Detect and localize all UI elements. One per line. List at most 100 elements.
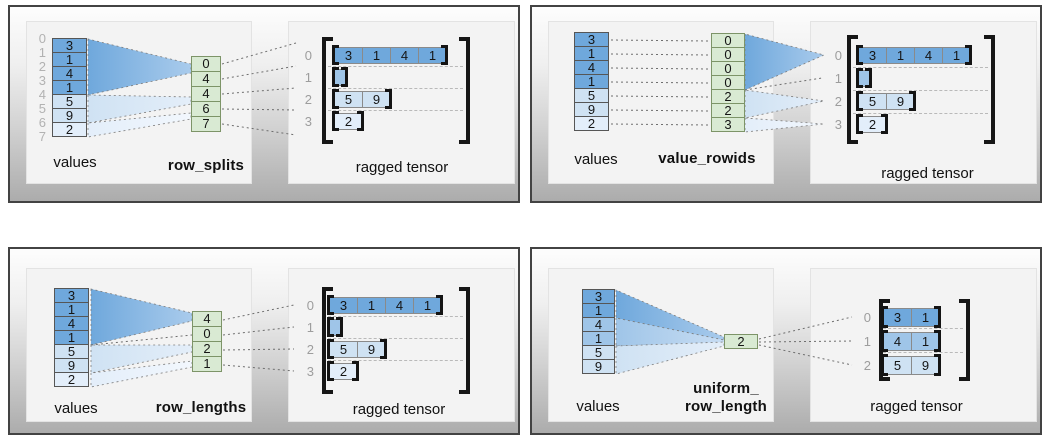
value-index-column: 0 1 2 3 4 5 6 7	[26, 32, 46, 144]
row-splits-label: row_splits	[167, 157, 245, 174]
row-separator	[328, 338, 463, 339]
values-column: 3 1 4 1 5 9	[582, 289, 615, 374]
row-lengths-column: 4 0 2 1	[192, 311, 222, 372]
values-cell: 1	[582, 303, 615, 318]
tensor-close-bracket	[459, 37, 470, 144]
values-cell: 9	[52, 108, 87, 123]
row-index-label: 3	[304, 113, 312, 129]
row-close-bracket	[881, 114, 888, 134]
row-separator	[853, 113, 988, 114]
ragged-tensor-label: ragged tensor	[352, 401, 446, 418]
tensor-cell: 1	[886, 46, 915, 64]
value-rowids-cell: 0	[711, 75, 745, 90]
values-cell: 4	[582, 317, 615, 332]
row-close-bracket	[336, 317, 343, 337]
values-cell: 1	[54, 302, 89, 317]
values-column: 3 1 4 1 5 9 2	[52, 38, 87, 137]
uniform-row-length-cell: 2	[724, 334, 758, 349]
values-cell: 5	[52, 94, 87, 109]
row-open-bracket	[856, 114, 863, 134]
row-open-bracket	[332, 45, 339, 65]
value-rowids-cell: 2	[711, 89, 745, 104]
panel-row-splits: 0 1 2 3 4 5 6 7 3 1 4 1 5 9 2 0 4 4 6 7 …	[8, 5, 520, 203]
value-index: 5	[38, 101, 46, 116]
value-index: 2	[38, 59, 46, 74]
row-open-bracket	[327, 339, 334, 359]
row-open-bracket	[327, 317, 334, 337]
row-open-bracket	[856, 91, 863, 111]
tensor-cell: 4	[385, 296, 414, 314]
tensor-row: 2 5 9	[300, 339, 387, 359]
row-separator	[883, 328, 963, 329]
tensor-row: 3 2	[300, 361, 359, 381]
row-open-bracket	[881, 330, 888, 352]
row-lengths-cell: 2	[192, 341, 222, 357]
row-close-bracket	[341, 67, 348, 87]
tensor-row-empty: 1	[828, 68, 872, 88]
row-close-bracket	[441, 45, 448, 65]
value-rowids-cell: 0	[711, 33, 745, 48]
row-close-bracket	[934, 306, 941, 328]
value-index: 7	[38, 129, 46, 144]
row-index-label: 0	[863, 309, 871, 325]
tensor-open-bracket	[322, 287, 333, 394]
row-lengths-cell: 0	[192, 326, 222, 342]
row-close-bracket	[934, 354, 941, 376]
row-close-bracket	[865, 68, 872, 88]
value-index: 1	[38, 45, 46, 60]
tensor-row: 0 3 1	[857, 306, 941, 328]
value-index: 6	[38, 115, 46, 130]
values-cell: 3	[574, 32, 609, 47]
row-lengths-cell: 1	[192, 356, 222, 372]
values-cell: 5	[54, 344, 89, 359]
row-open-bracket	[332, 89, 339, 109]
uniform-row-length-cell-box: 2	[724, 334, 758, 349]
values-cell: 3	[582, 289, 615, 304]
ragged-tensor-label: ragged tensor	[881, 165, 974, 182]
row-close-bracket	[965, 45, 972, 65]
values-cell: 9	[582, 359, 615, 374]
value-rowids-cell: 3	[711, 117, 745, 132]
tensor-row: 2 5 9	[298, 89, 392, 109]
row-separator	[328, 88, 463, 89]
values-cell: 1	[52, 52, 87, 67]
values-cell: 2	[54, 372, 89, 387]
tensor-cell: 1	[911, 331, 940, 351]
tensor-row: 0 3 1 4 1	[300, 295, 443, 315]
row-open-bracket	[856, 68, 863, 88]
row-splits-cell: 7	[191, 116, 221, 132]
ragged-tensor-label: ragged tensor	[355, 159, 449, 176]
row-close-bracket	[934, 330, 941, 352]
values-cell: 4	[574, 60, 609, 75]
values-cell: 1	[54, 330, 89, 345]
values-cell: 1	[52, 80, 87, 95]
tensor-row: 2 5 9	[828, 91, 916, 111]
values-cell: 1	[574, 74, 609, 89]
row-separator	[853, 67, 988, 68]
row-open-bracket	[881, 306, 888, 328]
row-lengths-cell: 4	[192, 311, 222, 327]
tensor-row-empty: 1	[300, 317, 343, 337]
tensor-row: 0 3 1 4 1	[298, 45, 448, 65]
row-index-label: 1	[306, 319, 314, 335]
row-close-bracket	[909, 91, 916, 111]
tensor-cell: 1	[362, 46, 391, 64]
values-column: 3 1 4 1 5 9 2	[574, 32, 609, 131]
values-cell: 3	[54, 288, 89, 303]
row-close-bracket	[357, 111, 364, 131]
values-cell: 9	[574, 102, 609, 117]
values-cell: 5	[582, 345, 615, 360]
tensor-row: 3 2	[828, 114, 888, 134]
row-close-bracket	[352, 361, 359, 381]
values-label: values	[53, 154, 97, 171]
tensor-row: 2 5 9	[857, 354, 941, 376]
row-open-bracket	[856, 45, 863, 65]
row-index-label: 2	[304, 91, 312, 107]
row-open-bracket	[881, 354, 888, 376]
row-open-bracket	[327, 361, 334, 381]
values-column: 3 1 4 1 5 9 2	[54, 288, 89, 387]
row-index-label: 0	[834, 47, 842, 63]
values-cell: 2	[52, 122, 87, 137]
row-splits-column: 0 4 4 6 7	[191, 56, 221, 132]
tensor-row-empty: 1	[298, 67, 348, 87]
